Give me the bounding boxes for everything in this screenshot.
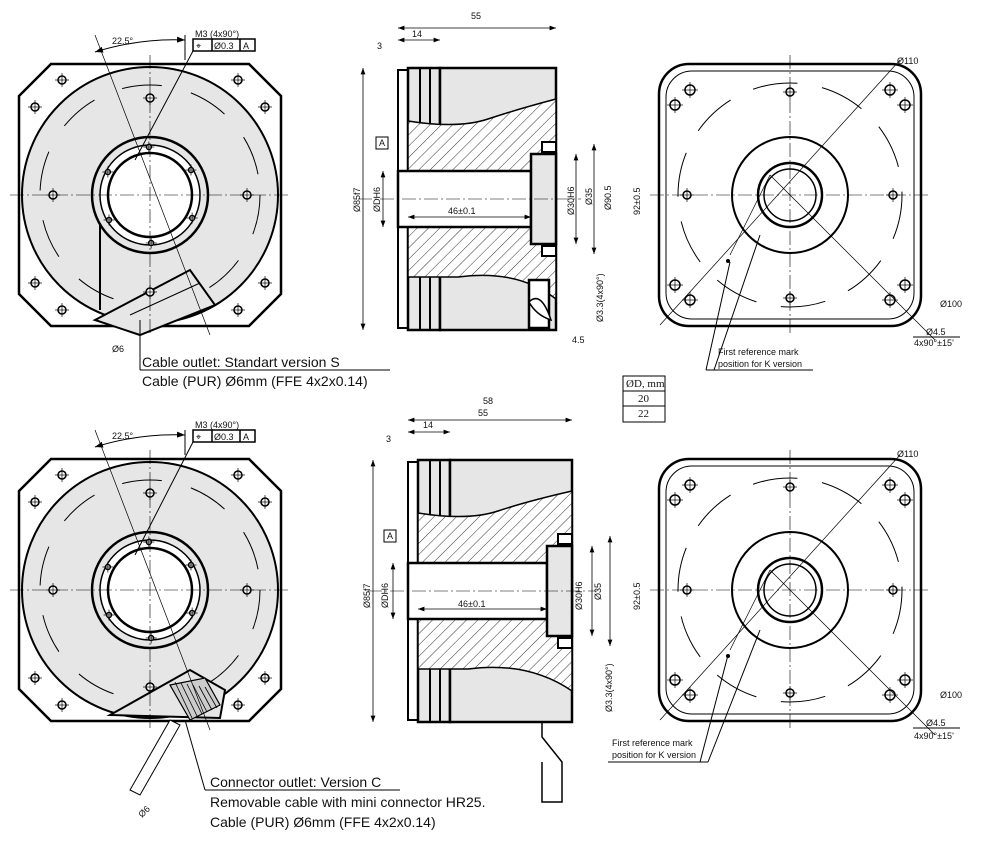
thread-note: M3 (4x90°) <box>195 29 239 39</box>
ref-mark-line-2: position for K version <box>718 359 802 369</box>
outlet-line-3: Cable (PUR) Ø6mm (FFE 4x2x0.14) <box>210 814 436 830</box>
table-cell: 20 <box>638 393 650 405</box>
screw-hole <box>557 637 573 649</box>
thread-note: M3 (4x90°) <box>195 420 239 430</box>
cable-outlet <box>92 268 217 337</box>
diagonal-dim <box>769 174 936 341</box>
dim-square: 92±0.5 <box>632 583 642 610</box>
rear-view-cable-labels: 92±0.5 Ø110 Ø100 Ø4.5 4x90°±15' First re… <box>632 56 962 371</box>
dim-d35: Ø35 <box>584 188 594 205</box>
side-view-connector <box>368 417 613 803</box>
diagonal-dim <box>659 454 901 721</box>
dim-d85: Ø85f7 <box>362 583 372 608</box>
dim-dd: ØDH6 <box>372 187 382 212</box>
dim-3: 3 <box>386 434 391 444</box>
front-view-cable <box>10 34 290 337</box>
screw-hole <box>541 141 557 153</box>
outlet-line-1: Cable outlet: Standart version S <box>142 354 340 370</box>
dim-d905: Ø90.5 <box>603 185 613 210</box>
dim-d100: Ø100 <box>940 690 962 700</box>
rear-view-connector <box>650 450 936 736</box>
angle-label: 22.5° <box>112 36 134 46</box>
front-view-cable-labels: 22.5° M3 (4x90°) ⌖ Ø0.3 A Ø6 Cable outle… <box>94 29 390 389</box>
dim-holes: Ø3.3(4x90°) <box>604 663 614 712</box>
cable-diameter: Ø6 <box>112 344 124 354</box>
connector-knurl <box>186 683 203 715</box>
datum-ref: A <box>243 41 249 51</box>
datum-ref: A <box>243 432 249 442</box>
side-view-cable <box>358 25 597 332</box>
connector-plug <box>169 677 221 721</box>
ref-mark-line-1: First reference mark <box>718 347 799 357</box>
dim-d110: Ø110 <box>897 449 918 459</box>
cable <box>129 719 181 796</box>
connector-knurl <box>204 686 218 709</box>
reference-line <box>94 34 211 336</box>
dim-square: 92±0.5 <box>632 188 642 215</box>
cable-diameter: Ø6 <box>136 804 152 820</box>
position-tolerance-icon: ⌖ <box>196 41 201 51</box>
reference-mark-icon <box>726 259 730 263</box>
dim-3: 3 <box>377 41 382 51</box>
dim-d30: Ø30H6 <box>566 186 576 215</box>
connector-knurl <box>192 684 208 713</box>
position-tolerance-icon: ⌖ <box>196 432 201 442</box>
reference-line <box>94 429 211 731</box>
side-view-connector-labels: 58 55 14 3 A Ø85f7 ØDH6 46±0.1 Ø30H6 Ø35… <box>362 396 614 712</box>
diagonal-dim <box>769 569 936 736</box>
side-view-cable-labels: 55 14 3 A Ø85f7 ØDH6 46±0.1 Ø30H6 Ø35 Ø9… <box>352 11 613 345</box>
dim-holes: Ø3.3(4x90°) <box>595 273 605 322</box>
table-cell: 22 <box>638 408 649 420</box>
dim-angle-tol: 4x90°±15' <box>914 338 954 348</box>
tolerance-value: Ø0.3 <box>214 432 234 442</box>
ref-mark-line-2: position for K version <box>612 750 696 760</box>
outlet-line-2: Removable cable with mini connector HR25… <box>210 794 485 810</box>
dim-58: 58 <box>483 396 493 406</box>
dim-45: 4.5 <box>572 335 585 345</box>
dim-14: 14 <box>423 420 433 430</box>
datum-a: A <box>379 138 385 148</box>
dim-d45: Ø4.5 <box>926 718 946 728</box>
front-view-connector <box>10 429 290 796</box>
dim-d35: Ø35 <box>593 583 603 600</box>
dim-14: 14 <box>412 29 422 39</box>
dim-55: 55 <box>471 11 481 21</box>
datum-a: A <box>387 531 393 541</box>
diagonal-dim <box>659 59 901 326</box>
outlet-line-1: Connector outlet: Version C <box>210 774 381 790</box>
cable-end <box>528 297 553 322</box>
screw-hole <box>557 533 573 545</box>
dim-depth: 46±0.1 <box>448 206 475 216</box>
dim-angle-tol: 4x90°±15' <box>914 731 954 741</box>
outlet-line-2: Cable (PUR) Ø6mm (FFE 4x2x0.14) <box>142 373 368 389</box>
dim-dd: ØDH6 <box>380 583 390 608</box>
ref-leader <box>729 174 771 256</box>
connector-knurl <box>174 681 193 719</box>
dim-55: 55 <box>478 408 488 418</box>
dim-d110: Ø110 <box>897 56 918 66</box>
ref-mark-line-1: First reference mark <box>612 738 693 748</box>
rear-view-connector-labels: 92±0.5 Ø110 Ø100 Ø4.5 4x90°±15' First re… <box>608 449 962 763</box>
dim-d30: Ø30H6 <box>574 581 584 610</box>
dim-depth: 46±0.1 <box>458 599 485 609</box>
connector-knurl <box>180 682 198 717</box>
angle-label: 22.5° <box>112 431 134 441</box>
connector-knurl <box>198 685 213 711</box>
dim-d100: Ø100 <box>940 299 962 309</box>
table-header: ØD, mm <box>626 378 665 390</box>
cable-edge <box>129 282 201 316</box>
dim-d85: Ø85f7 <box>352 187 362 212</box>
screw-hole <box>541 245 557 257</box>
rear-view-cable <box>650 55 936 341</box>
connector-cable <box>541 722 563 803</box>
ref-leader <box>729 569 771 651</box>
bore-diameter-table: ØD, mm 20 22 <box>622 375 666 423</box>
tolerance-value: Ø0.3 <box>214 41 234 51</box>
dim-d45: Ø4.5 <box>926 327 946 337</box>
front-view-connector-labels: 22.5° M3 (4x90°) ⌖ Ø0.3 A Ø6 Connector o… <box>94 420 485 830</box>
